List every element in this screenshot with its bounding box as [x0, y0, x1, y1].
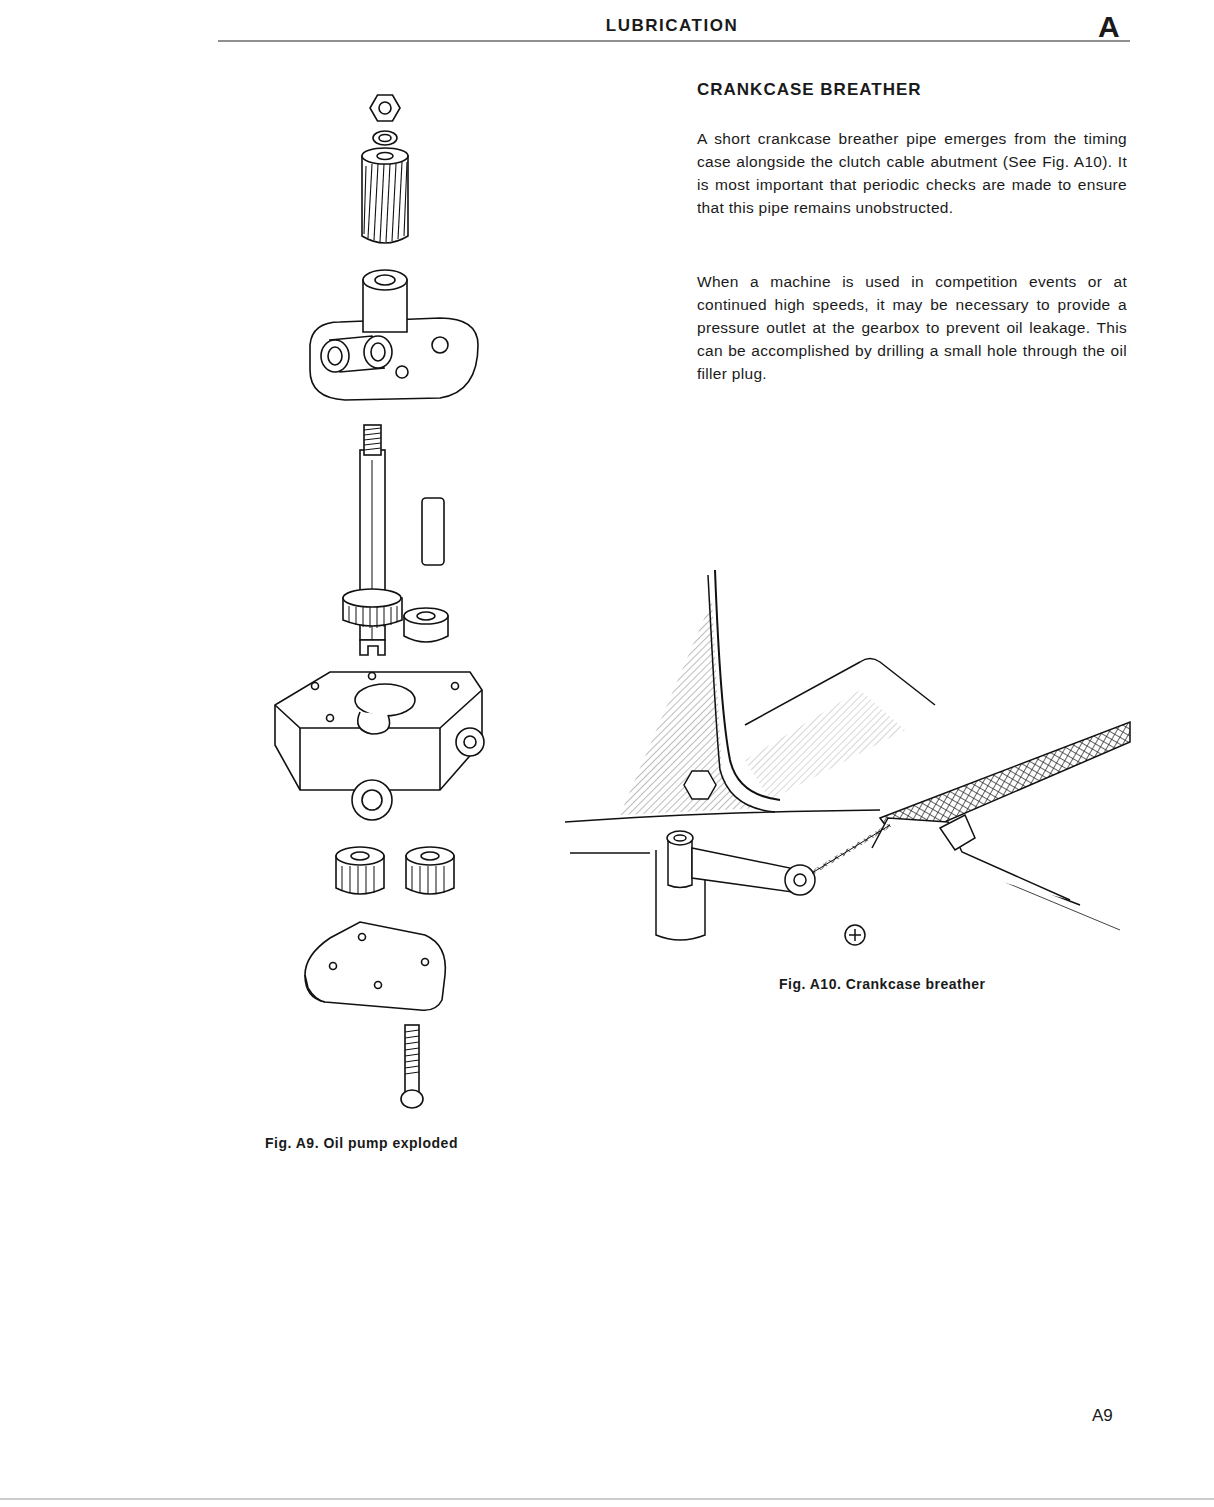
crankcase-breather-illustration: [565, 570, 1130, 945]
section-heading: CRANKCASE BREATHER: [697, 79, 1127, 101]
page-header: LUBRICATION: [472, 16, 872, 36]
header-rule: [218, 40, 1130, 41]
figure-caption: Fig. A9. Oil pump exploded: [265, 1134, 458, 1152]
section-letter: A: [1098, 10, 1120, 44]
figure-caption: Fig. A10. Crankcase breather: [779, 975, 985, 993]
body-paragraph: A short crankcase breather pipe emerges …: [697, 127, 1127, 219]
body-paragraph: When a machine is used in competition ev…: [697, 270, 1127, 385]
oil-pump-exploded-view: [275, 95, 484, 1108]
page-number: A9: [1092, 1405, 1113, 1427]
page-edge: [0, 1499, 1214, 1500]
